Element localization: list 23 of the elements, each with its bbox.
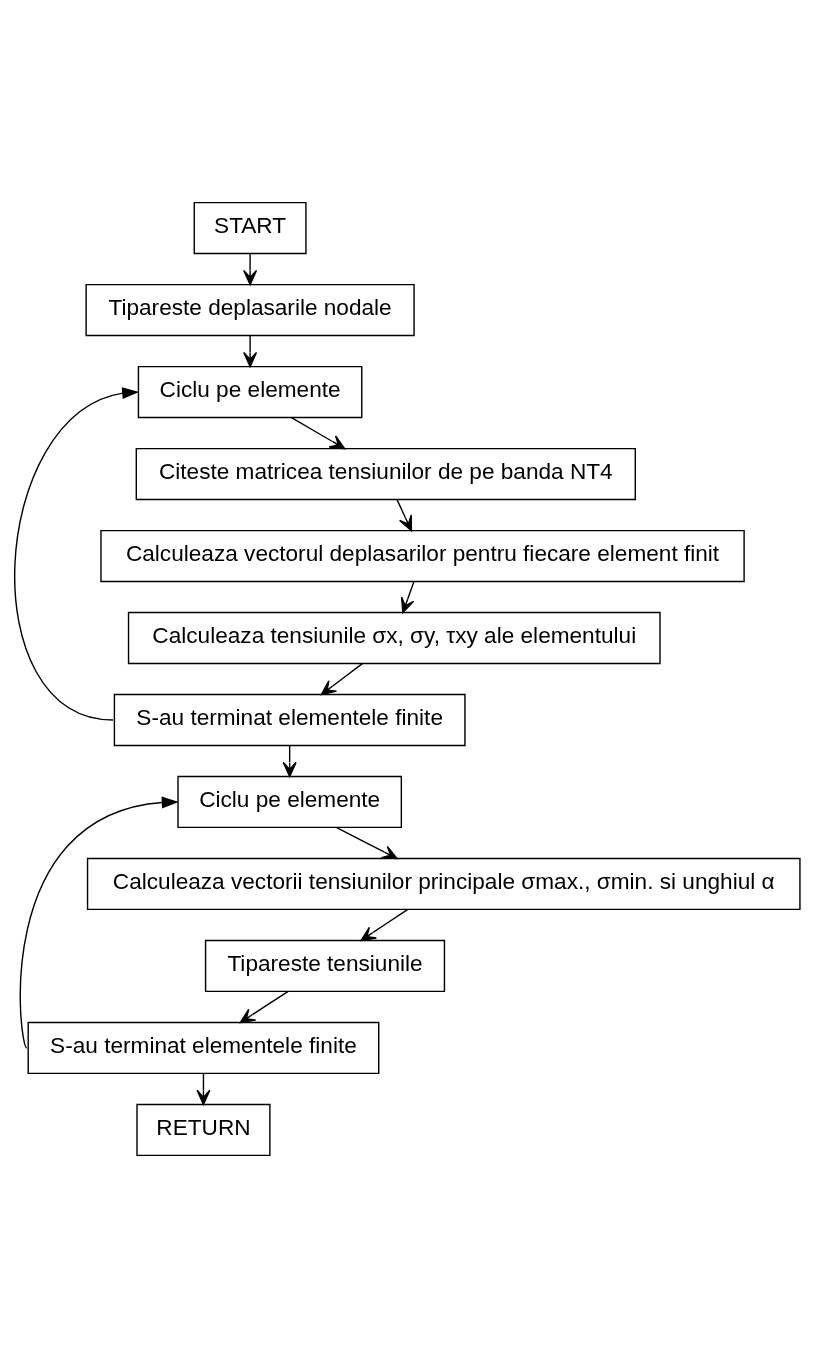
node-box: S-au terminat elementele finite: [27, 1021, 380, 1074]
node-box: S-au terminat elementele finite: [113, 693, 466, 746]
arrow: [239, 990, 289, 1023]
node-box: Citeste matricea tensiunilor de pe banda NT4: [135, 447, 636, 500]
node-box: Ciclu pe elemente: [177, 775, 403, 828]
node-box: Tipareste tensiunile: [204, 939, 446, 992]
arrow: [243, 252, 258, 285]
arrow: [396, 498, 413, 531]
node-box: START: [193, 201, 307, 254]
node-box: Calculeaza vectorii tensiunilor principale σmax., σmin. si unghiul α: [86, 857, 801, 910]
arrow: [360, 908, 409, 941]
arrow: [19, 796, 179, 1049]
arrow: [320, 662, 364, 695]
arrow: [336, 826, 398, 859]
node-box: Ciclu pe elemente: [137, 365, 363, 418]
node-box: Calculeaza vectorul deplasarilor pentru fiecare element finit: [100, 529, 745, 582]
node-box: Calculeaza tensiunile σx, σy, τxy ale elementului: [127, 611, 661, 664]
arrow: [14, 386, 140, 721]
arrow: [243, 334, 258, 367]
arrow: [290, 416, 346, 449]
node-box: Tipareste deplasarile nodale: [85, 283, 415, 336]
node-box: RETURN: [136, 1103, 271, 1156]
arrow: [400, 580, 415, 613]
